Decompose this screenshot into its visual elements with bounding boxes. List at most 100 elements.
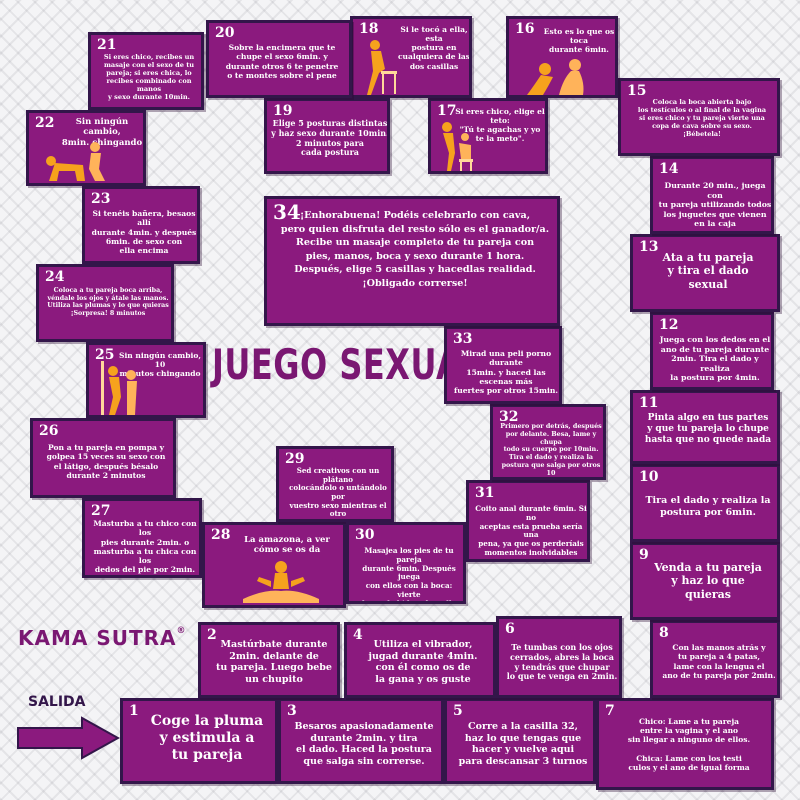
square-23[interactable]: 23 Si tenéis bañera, besaos allí durante…: [82, 186, 200, 264]
square-34-finish[interactable]: 34 ¡Enhorabuena! Podéis celebrarlo con c…: [264, 196, 560, 326]
amazon-pose-figure: [235, 559, 325, 605]
square-text: Mirad una peli porno durante 15min. y ha…: [453, 349, 559, 395]
square-number: 30: [355, 527, 375, 543]
square-4[interactable]: 4 Utiliza el vibrador, jugad durante 4mi…: [344, 622, 496, 698]
square-26[interactable]: 26 Pon a tu pareja en pompa y golpea 15 …: [30, 418, 176, 498]
square-3[interactable]: 3 Besaros apasionadamente durante 2min. …: [278, 698, 444, 784]
square-27[interactable]: 27 Masturba a tu chico con los pies dura…: [82, 498, 202, 578]
square-33[interactable]: 33 Mirad una peli porno durante 15min. y…: [444, 326, 562, 404]
square-text: Coito anal durante 6min. Si no aceptas e…: [475, 504, 587, 557]
square-number: 18: [359, 21, 379, 37]
square-number: 11: [639, 395, 659, 411]
square-text: Corre a la casilla 32, haz lo que tengas…: [458, 721, 588, 767]
square-8[interactable]: 8 Con las manos atrás y tu pareja a 4 pa…: [650, 620, 780, 698]
square-text: Si le tocó a ella, esta postura en cualq…: [397, 25, 471, 71]
square-32[interactable]: 32 Primero por detrás, después por delan…: [490, 404, 606, 480]
registered-mark: ®: [176, 626, 187, 636]
square-number: 13: [639, 239, 659, 255]
square-number: 24: [45, 269, 65, 285]
square-20[interactable]: 20 Sobre la encimera que te chupe el sex…: [206, 20, 352, 98]
square-10[interactable]: 10 Tira el dado y realiza la postura por…: [630, 464, 780, 542]
square-number: 14: [659, 161, 679, 177]
square-17[interactable]: 17 Si eres chico, elige el teto: "Tú te …: [428, 98, 548, 174]
standing-couple-figure: [437, 119, 477, 171]
square-19[interactable]: 19 Elige 5 posturas distintas y haz sexo…: [264, 98, 390, 174]
square-number: 19: [273, 103, 293, 119]
square-text: Ata a tu pareja y tira el dado sexual: [662, 251, 754, 291]
square-number: 3: [287, 703, 297, 719]
square-2[interactable]: 2 Mastúrbate durante 2min. delante de tu…: [198, 622, 340, 698]
square-28[interactable]: 28 La amazona, a ver cómo se os da: [202, 522, 346, 608]
square-text: Primero por detrás, después por delante.…: [500, 422, 602, 477]
square-text: Sin ningún cambio, 10 minutos chingando: [119, 351, 201, 379]
square-text: Chico: Lame a tu pareja entre la vagina …: [627, 717, 751, 772]
square-1[interactable]: 1 Coge la pluma y estimula a tu pareja: [120, 698, 278, 784]
square-31[interactable]: 31 Coito anal durante 6min. Si no acepta…: [466, 480, 590, 562]
square-text: Si eres chico, recibes un masaje con el …: [103, 53, 195, 102]
square-5[interactable]: 5 Corre a la casilla 32, haz lo que teng…: [444, 698, 596, 784]
square-number: 5: [453, 703, 463, 719]
square-24[interactable]: 24 Coloca a tu pareja boca arriba, vénda…: [36, 264, 174, 342]
square-number: 4: [353, 627, 363, 643]
square-text: Sed creativos con un plátano colocándolo…: [289, 466, 387, 519]
square-11[interactable]: 11 Pinta algo en tus partes y que tu par…: [630, 390, 780, 464]
chair-pose-figure: [361, 37, 401, 95]
square-number: 33: [453, 331, 473, 347]
square-number: 23: [91, 191, 111, 207]
square-text: Venda a tu pareja y haz lo que quieras: [654, 561, 762, 601]
square-number: 9: [639, 547, 649, 563]
square-6[interactable]: 6 Te tumbas con los ojos cerrados, abres…: [496, 616, 622, 698]
square-text: Tira el dado y realiza la postura por 6m…: [645, 495, 771, 518]
square-12[interactable]: 12 Juega con los dedos en el ano de tu p…: [650, 312, 774, 390]
square-text: Esto es lo que os toca durante 6min.: [543, 27, 615, 55]
square-text: Juega con los dedos en el ano de tu pare…: [659, 335, 771, 382]
square-number: 17: [437, 103, 457, 119]
square-number: 34: [273, 200, 301, 224]
arrow-right-icon: [16, 716, 121, 764]
square-text: Coloca a tu pareja boca arriba, véndale …: [47, 287, 169, 318]
square-text: Sin ningún cambio, 8min. chingando: [61, 117, 143, 148]
square-29[interactable]: 29 Sed creativos con un plátano colocánd…: [276, 446, 394, 522]
square-text: Pinta algo en tus partes y que tu pareja…: [644, 413, 772, 445]
kneeling-couple-figure: [37, 139, 117, 183]
square-number: 12: [659, 317, 679, 333]
pole-couple-figure: [95, 361, 145, 415]
square-22[interactable]: 22 Sin ningún cambio, 8min. chingando: [26, 110, 146, 186]
brand-name: KAMA SUTRA: [18, 626, 177, 650]
square-number: 10: [639, 469, 659, 485]
square-number: 21: [97, 37, 117, 53]
square-text: Besaros apasionadamente durante 2min. y …: [294, 721, 434, 767]
square-15[interactable]: 15 Coloca la boca abierta bajo los testí…: [618, 78, 780, 156]
square-16[interactable]: 16 Esto es lo que os toca durante 6min.: [506, 16, 618, 98]
square-text: Coloca la boca abierta bajo los testícul…: [637, 98, 767, 138]
square-number: 27: [91, 503, 111, 519]
square-text: Te tumbas con los ojos cerrados, abres l…: [506, 642, 618, 682]
square-number: 15: [627, 83, 647, 99]
square-25[interactable]: 25 Sin ningún cambio, 10 minutos chingan…: [86, 342, 206, 418]
square-text: ¡Enhorabuena! Podéis celebrarlo con cava…: [280, 210, 550, 290]
square-number: 8: [659, 625, 669, 641]
square-text: Mastúrbate durante 2min. delante de tu p…: [216, 639, 332, 685]
square-number: 32: [499, 409, 519, 425]
square-text: Pon a tu pareja en pompa y golpea 15 vec…: [46, 443, 166, 480]
brand-logo: KAMA SUTRA®: [18, 626, 208, 654]
square-number: 31: [475, 485, 495, 501]
square-21[interactable]: 21 Si eres chico, recibes un masaje con …: [88, 32, 204, 110]
square-number: 25: [95, 347, 115, 363]
square-9[interactable]: 9 Venda a tu pareja y haz lo que quieras: [630, 542, 780, 620]
square-7[interactable]: 7 Chico: Lame a tu pareja entre la vagin…: [596, 698, 774, 790]
square-13[interactable]: 13 Ata a tu pareja y tira el dado sexual: [630, 234, 780, 312]
square-number: 2: [207, 627, 217, 643]
square-text: Utiliza el vibrador, jugad durante 4min.…: [368, 639, 478, 685]
square-18[interactable]: 18 Si le tocó a ella, esta postura en cu…: [350, 16, 472, 98]
square-number: 16: [515, 21, 535, 37]
square-number: 1: [129, 703, 139, 719]
square-number: 7: [605, 703, 615, 719]
square-text: Durante 20 min., juega con tu pareja uti…: [658, 181, 772, 228]
square-14[interactable]: 14 Durante 20 min., juega con tu pareja …: [650, 156, 774, 234]
start-label: SALIDA: [28, 694, 86, 710]
square-text: Masturba a tu chico con los pies durante…: [93, 519, 197, 575]
square-30[interactable]: 30 Masajea los pies de tu pareja durante…: [346, 522, 466, 604]
square-text: Coge la pluma y estimula a tu pareja: [150, 713, 264, 764]
square-number: 20: [215, 25, 235, 41]
